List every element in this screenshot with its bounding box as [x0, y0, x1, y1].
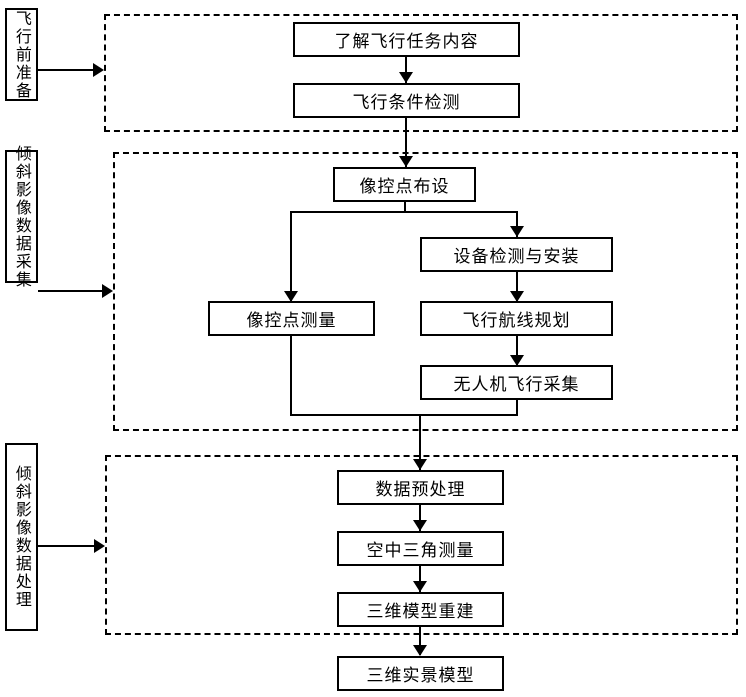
node-flight-route-planning[interactable]: 飞行航线规划	[420, 301, 613, 336]
arrowhead-phase3-to-stage3	[94, 539, 105, 553]
arrowhead-stage3-to-output	[413, 645, 427, 656]
node-uav-flight-acquisition[interactable]: 无人机飞行采集	[420, 365, 613, 400]
arrowhead-n9-to-n10	[413, 581, 427, 592]
node-gcp-layout[interactable]: 像控点布设	[333, 167, 476, 202]
node-gcp-measurement[interactable]: 像控点测量	[208, 301, 375, 336]
connector-n6-to-n7	[516, 336, 518, 365]
connector-n3-branch-horizontal	[290, 211, 518, 213]
connector-phase3-to-stage3	[38, 545, 95, 547]
connector-n5-down	[290, 336, 292, 416]
arrowhead-phase2-to-stage2	[102, 284, 113, 298]
stage-container-preparation	[104, 14, 738, 132]
connector-n9-to-n10	[419, 566, 421, 592]
node-3d-model-reconstruction[interactable]: 三维模型重建	[337, 592, 504, 627]
connector-n3-stem	[404, 202, 406, 213]
arrowhead-phase1-to-stage1	[93, 63, 104, 77]
arrowhead-n4-to-n6	[510, 291, 524, 302]
connector-n3-to-n4	[516, 211, 518, 237]
phase-label-acquisition-text: 倾斜影像数据采集	[12, 144, 32, 289]
phase-label-acquisition: 倾斜影像数据采集	[5, 145, 38, 289]
phase-label-preparation: 飞行前准备	[5, 8, 38, 101]
connector-phase1-to-stage1	[38, 69, 94, 71]
arrowhead-n1-to-n2	[399, 72, 413, 83]
connector-n3-to-n5	[290, 211, 292, 301]
phase-label-processing: 倾斜影像数据处理	[5, 443, 38, 631]
connector-n8-to-n9	[419, 505, 421, 531]
phase-label-processing-text: 倾斜影像数据处理	[12, 465, 32, 609]
node-understand-flight-task[interactable]: 了解飞行任务内容	[293, 22, 520, 57]
node-flight-condition-check[interactable]: 飞行条件检测	[293, 83, 520, 118]
node-3d-reality-model[interactable]: 三维实景模型	[337, 656, 504, 691]
arrowhead-n8-to-n9	[413, 520, 427, 531]
arrowhead-n3-to-n5	[284, 291, 298, 302]
connector-stage3-to-output	[419, 627, 421, 655]
arrowhead-stage1-to-stage2	[399, 156, 413, 167]
arrowhead-stage2-to-stage3	[413, 459, 427, 470]
node-aerial-triangulation[interactable]: 空中三角测量	[337, 531, 504, 566]
connector-phase2-to-stage2	[38, 290, 103, 292]
stage-container-processing	[105, 455, 738, 635]
connector-stage1-to-stage2	[405, 118, 407, 167]
connector-n1-to-n2	[405, 57, 407, 83]
stage-container-acquisition	[113, 152, 738, 431]
connector-stage2-to-stage3	[419, 414, 421, 470]
phase-label-preparation-text: 飞行前准备	[12, 9, 32, 100]
connector-n7-down	[516, 400, 518, 416]
arrowhead-n3-to-n4	[510, 226, 524, 237]
connector-merge-horizontal	[290, 414, 518, 416]
connector-n4-to-n6	[516, 272, 518, 301]
node-equipment-check-install[interactable]: 设备检测与安装	[420, 237, 613, 272]
node-data-preprocessing[interactable]: 数据预处理	[337, 470, 504, 505]
arrowhead-n6-to-n7	[510, 355, 524, 366]
